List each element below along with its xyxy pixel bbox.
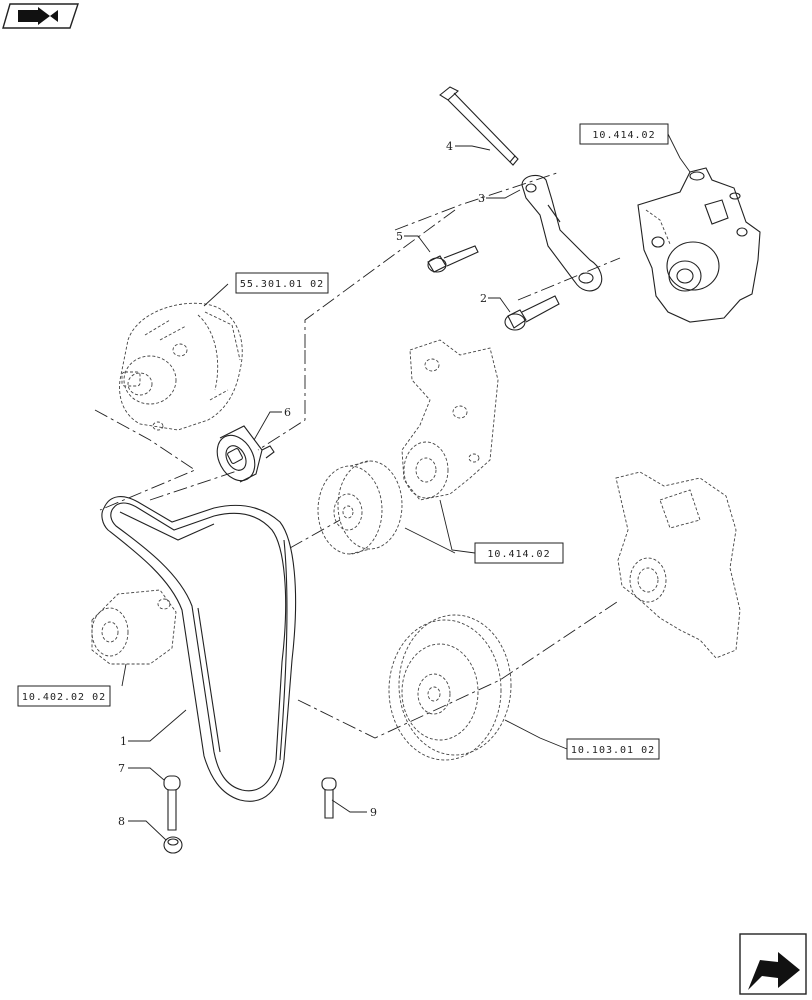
callout-6: 6 xyxy=(284,406,291,419)
ref-box-10-414-02-top[interactable]: 10.414.02 xyxy=(579,123,669,145)
callout-numbers: 1 2 3 4 5 6 7 8 9 xyxy=(118,140,487,828)
leader-lines xyxy=(121,133,691,841)
ref-box-10-103-01-02[interactable]: 10.103.01 02 xyxy=(566,738,660,760)
crankshaft-damper xyxy=(388,614,512,761)
ref-box-10-414-02-mid[interactable]: 10.414.02 xyxy=(474,542,564,564)
pump-housing xyxy=(637,167,761,323)
callout-5: 5 xyxy=(396,230,403,243)
belt-tensioner xyxy=(91,589,177,665)
centerlines xyxy=(94,171,621,739)
callout-4: 4 xyxy=(446,140,453,153)
callout-8: 8 xyxy=(118,815,125,828)
screw-9 xyxy=(321,777,337,819)
callout-3: 3 xyxy=(478,192,485,205)
tensioner-bracket-3 xyxy=(521,174,603,292)
book-arrow-icon[interactable] xyxy=(2,3,79,29)
bolt-5 xyxy=(427,245,479,273)
screw-7 xyxy=(163,775,181,831)
callout-1: 1 xyxy=(120,735,127,748)
fan-pulley xyxy=(317,460,403,555)
nut-8 xyxy=(163,836,183,854)
ref-label: 10.103.01 02 xyxy=(571,745,655,756)
ref-box-10-402-02-02[interactable]: 10.402.02 02 xyxy=(17,685,111,707)
bolt-2 xyxy=(504,295,560,331)
callout-9: 9 xyxy=(370,806,377,819)
bolt-4 xyxy=(439,86,519,166)
callout-2: 2 xyxy=(480,292,487,305)
ref-box-55-301-01-02[interactable]: 55.301.01 02 xyxy=(235,272,329,294)
callout-7: 7 xyxy=(118,762,125,775)
alternator xyxy=(119,302,243,431)
ref-label: 55.301.01 02 xyxy=(240,279,324,290)
poly-v-belt-1 xyxy=(101,496,297,802)
ref-label: 10.414.02 xyxy=(592,130,655,141)
timing-cover xyxy=(615,471,741,659)
next-page-arrow-icon[interactable] xyxy=(739,933,807,995)
ref-label: 10.414.02 xyxy=(487,549,550,560)
ref-label: 10.402.02 02 xyxy=(22,692,106,703)
mounting-bracket xyxy=(401,339,499,501)
idler-pulley-6 xyxy=(216,425,275,483)
